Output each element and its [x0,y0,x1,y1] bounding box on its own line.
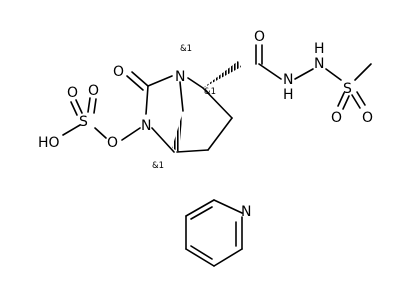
bond-camide-nh [258,63,282,80]
bond-nh-s [325,68,342,81]
atom-o-sulfate-top-left: O [67,85,78,101]
atom-o-sulfonyl-1: O [331,110,342,126]
bond-n1-c8 [179,81,184,112]
bond-camide-o-double [255,44,263,65]
atom-nh-1: N [283,72,293,88]
bond-n1-c2 [187,77,204,89]
bond-nh-nh [294,68,314,80]
stereo-label-n-bridge: &1 [180,44,192,54]
atom-ho-sulfate: HO [38,135,60,151]
atom-h-1: H [283,87,294,103]
atom-o-carbonyl-right: O [254,29,265,45]
pyridine-molecule: N [185,199,251,267]
pyridine-bond-6 [185,199,215,217]
main-molecule: O N N O S O O HO O N H N H S O O &1 &1 &… [38,29,373,171]
bond-c7-o7-double [126,71,149,91]
bond-c7-n1 [147,75,173,87]
atom-n-bridgehead: N [175,69,185,85]
bond-c8-c5-hashed [172,113,183,152]
bond-c4-c5 [176,149,209,153]
atom-n-ring: N [141,118,151,134]
atom-o-ns: O [107,135,118,151]
bond-s-o-double-lower-left [337,92,350,110]
bond-o-s [94,127,107,139]
atom-n-pyridine: N [241,204,251,220]
bond-s-ch3 [354,63,372,81]
atom-s-sulfate: S [79,114,88,130]
bond-n6-c5 [151,127,175,153]
atom-h-2: H [314,41,325,57]
atom-s-sulfonyl: S [343,81,352,97]
pyridine-bond-1 [213,199,243,214]
pyridine-bond-4-inner [190,245,213,260]
bond-c2-camide-hashed [203,61,241,88]
bond-c2-c3 [202,87,233,119]
pyridine-bond-3 [213,248,243,267]
bond-n6-o [121,127,141,141]
stereo-label-c-bridgehead: &1 [152,161,164,171]
bond-s-o-double-lower-right [351,91,366,109]
bond-c7-n6 [145,85,149,115]
atom-o-sulfonyl-2: O [362,110,373,126]
bond-s-o-double-right [87,97,97,114]
pyridine-bond-4 [185,248,215,267]
atom-o-carbonyl-left: O [113,64,124,80]
bond-s-oh [62,124,81,136]
bond-s-o-double-left [70,99,83,116]
pyridine-bond-6-inner [190,206,213,220]
bond-c3-c4 [207,117,233,151]
atom-nh-2: N [314,56,324,72]
stereo-label-c-alpha: &1 [204,87,216,97]
atom-o-sulfate-top-right: O [88,83,99,99]
